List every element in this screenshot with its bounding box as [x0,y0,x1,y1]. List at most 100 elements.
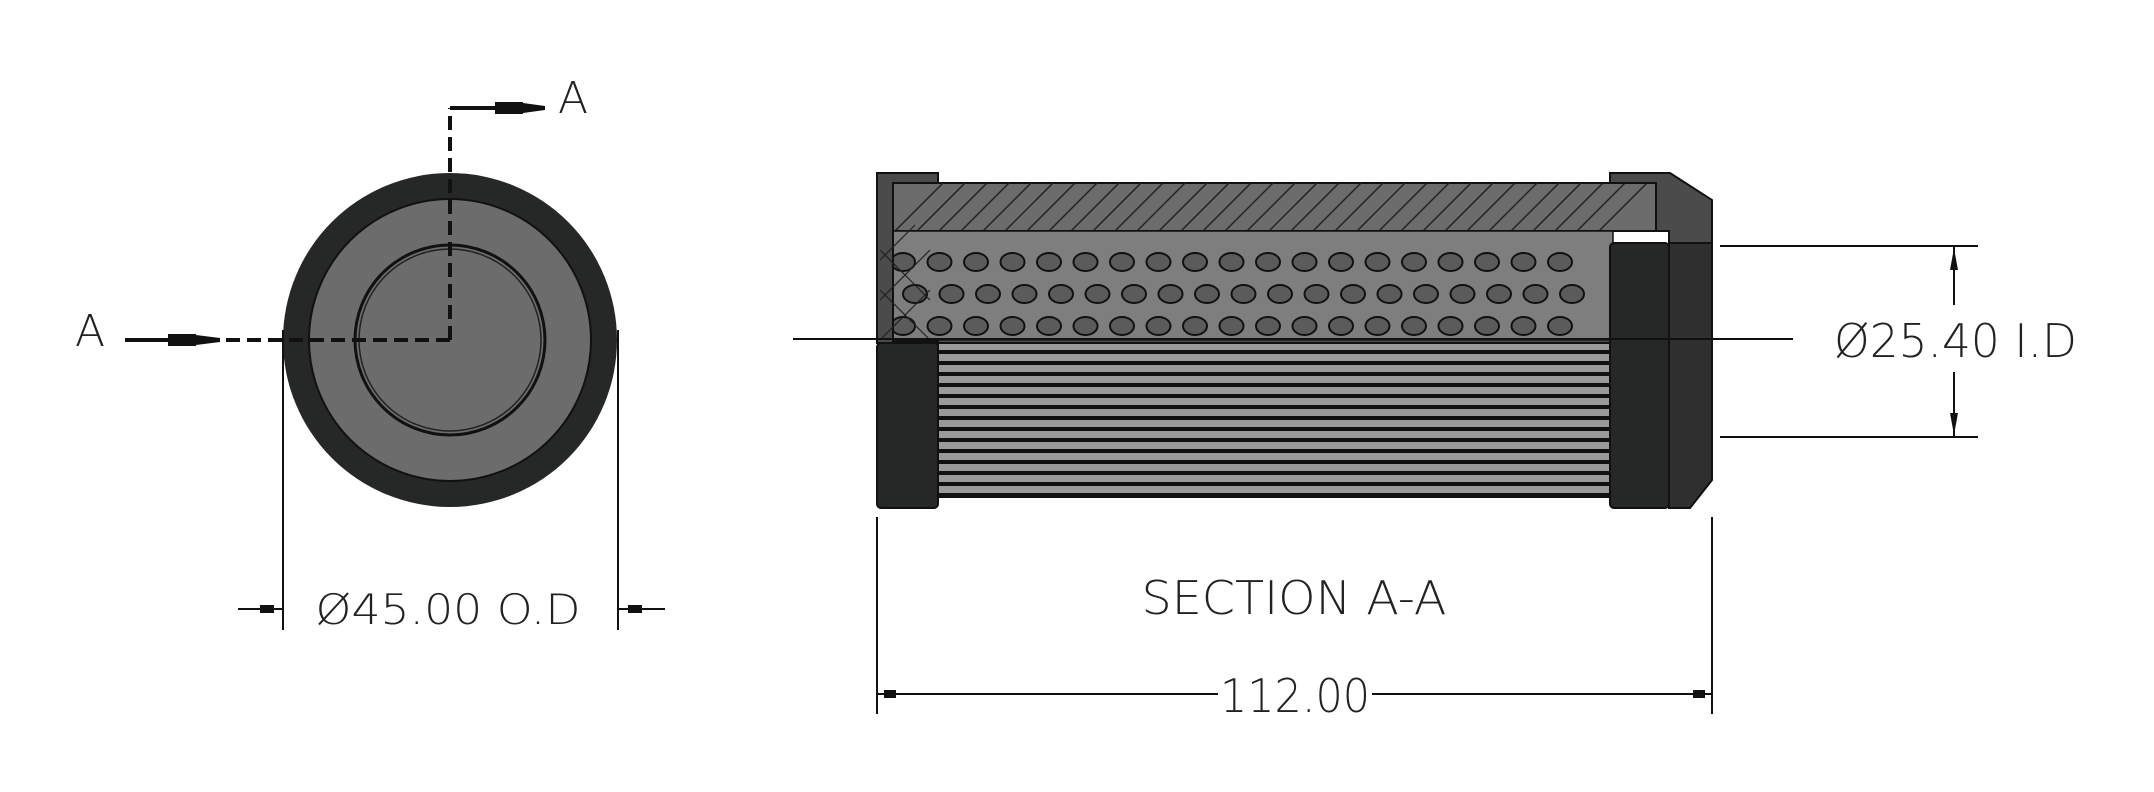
right-end-cap [1609,242,1670,509]
perforation-hole [1230,284,1257,304]
hatch-line [1004,182,1054,232]
perforation-hole [1401,252,1427,272]
perforation-hole [963,316,989,336]
hatch-line [1356,182,1406,232]
id-dimension-lines [1720,245,1978,438]
perforation-hole [1559,284,1585,304]
perforation-hole [963,252,989,272]
arrow-icon [1950,248,1958,270]
hatch-line [1026,182,1076,232]
hatch-line [1202,182,1252,232]
id-dimension-text: Ø25.40 I.D [1834,314,2077,368]
hatch-line [982,182,1032,232]
perforation-hole [1084,284,1111,304]
perforation-hole [1364,252,1391,272]
perforation-hole [1255,252,1281,272]
hatch-line [1598,182,1648,232]
perforation-hole [1109,252,1135,272]
perforation-hole [1413,284,1439,304]
perforation-hole [1145,252,1172,272]
perforation-hole [1218,316,1245,336]
perforation-hole [1194,284,1220,304]
hatch-line [1158,182,1208,232]
hatch-line [1510,182,1560,232]
section-title: SECTION A-A [1142,571,1447,625]
perforation-hole [1011,284,1038,304]
od-dimension-text: Ø45.00 O.D [316,585,581,634]
hatch-line [1334,182,1384,232]
length-dimension-text: 112.00 [1220,669,1370,723]
perforations [890,252,1585,336]
right-end-cap-section [1609,172,1713,244]
hatch-line [1488,182,1538,232]
perforation-hole [1157,284,1184,304]
hatch-line [1554,182,1604,232]
perforation-hole [1437,252,1464,272]
perforation-hole [1510,316,1537,336]
pleat-lines [938,350,1610,497]
cross-hatch [879,224,931,341]
perforation-hole [999,252,1026,272]
perforation-hole [1048,284,1074,304]
arrow-icon [1950,413,1958,435]
hatch-line [1576,182,1626,232]
perforation-hole [999,316,1026,336]
section-label-top: A [558,73,588,124]
perforation-hole [1340,284,1366,304]
perforation-hole [1547,252,1573,272]
hatch-line [1136,182,1186,232]
arrow-icon [260,605,274,613]
perforation-hole [1145,316,1172,336]
hatch-line [894,182,944,232]
hatch-line [1312,182,1362,232]
right-end-chamfer [1668,242,1713,509]
section-hatch [894,182,1648,232]
arrow-icon [884,690,896,698]
perforation-hole [1328,316,1354,336]
perforation-hole [1291,252,1318,272]
hatch-line [1048,182,1098,232]
hatch-line [1246,182,1296,232]
arrow-icon [1693,690,1705,698]
hatch-line [916,182,966,232]
hatch-line [938,182,988,232]
perforation-hole [1510,252,1537,272]
hatch-line [1290,182,1340,232]
perforation-hole [1036,252,1062,272]
perforation-hole [1182,316,1208,336]
perforation-hole [1376,284,1403,304]
hatch-line [1400,182,1450,232]
perforation-hole [1109,316,1135,336]
perforation-hole [1474,316,1500,336]
section-label-left: A [75,306,105,357]
hatch-line [1070,182,1120,232]
perforation-hole [1036,316,1062,336]
perforation-hole [1121,284,1147,304]
perforation-hole [1218,252,1245,272]
perforation-hole [926,252,953,272]
perforation-hole [938,284,965,304]
perforation-hole [1486,284,1512,304]
perforation-hole [1522,284,1549,304]
hatch-line [1092,182,1142,232]
perforation-hole [1401,316,1427,336]
perforation-hole [1072,252,1099,272]
hatch-line [1378,182,1428,232]
perforation-hole [1267,284,1293,304]
section-view: Ø25.40 I.D SECTION A-A 112.00 [793,172,2077,723]
hatch-line [1114,182,1164,232]
hatch-line [1268,182,1318,232]
perforation-hole [1364,316,1391,336]
arrow-icon [628,605,642,613]
section-cut-line [125,106,500,342]
hatch-line [1422,182,1472,232]
perforation-hole [1291,316,1318,336]
hatch-line [960,182,1010,232]
perforation-hole [1547,316,1573,336]
perforation-hole [975,284,1001,304]
hatch-line [1180,182,1230,232]
perforation-hole [1449,284,1476,304]
perforation-hole [926,316,953,336]
perforation-hole [1437,316,1464,336]
